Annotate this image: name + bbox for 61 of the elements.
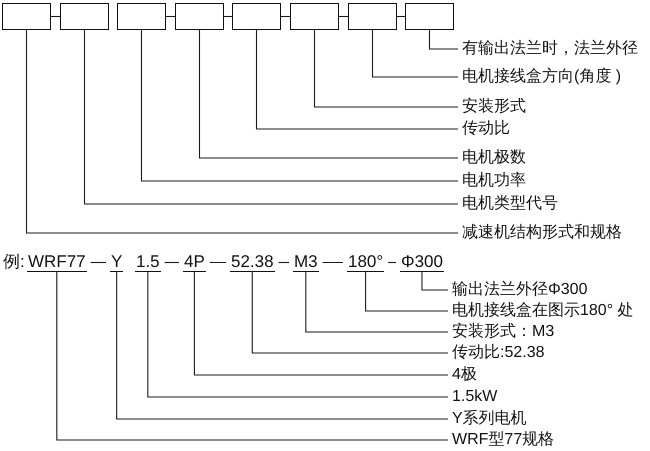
example-code-segment: 4P [183,253,206,272]
segment-meaning: 输出法兰外径Φ300 [452,280,588,300]
example-code-segment: WRF77 [27,253,87,272]
code-position-box [348,3,397,30]
joining-dash [388,262,396,264]
code-position-box [2,3,51,30]
joining-dash [166,16,175,18]
field-description: 传动比 [462,119,510,139]
code-position-box [175,3,224,30]
code-position-box [290,3,339,30]
joining-dash [210,262,226,264]
field-description: 电机类型代号 [462,194,558,214]
leader-line [365,272,448,312]
joining-dash [164,262,179,264]
segment-meaning: 1.5kW [452,387,498,407]
leader-line [116,272,448,420]
joining-dash [224,16,232,18]
leader-line [305,272,448,333]
joining-dash [397,16,405,18]
leader-line [26,30,458,234]
segment-meaning: 传动比:52.38 [452,343,544,363]
field-description: 安装形式 [462,97,526,117]
example-code-segment: 180° [347,253,384,272]
leader-line [314,30,458,108]
joining-dash [281,16,290,18]
field-description: 电机接线盒方向(角度 ) [462,67,622,87]
leader-line [194,272,448,376]
leader-line [140,30,458,182]
example-label: 例: [3,253,25,271]
code-position-box [117,3,166,30]
leader-line [56,272,448,441]
segment-meaning: WRF型77规格 [452,430,554,450]
leader-line [84,30,458,205]
joining-dash [90,262,106,264]
field-description: 电机功率 [462,171,526,191]
joining-dash [322,262,343,264]
leader-line [372,30,458,78]
joining-dash [339,16,348,18]
field-description: 电机极数 [462,148,526,168]
leader-line [147,272,448,398]
leader-line [256,30,458,130]
field-description: 减速机结构形式和规格 [462,223,622,243]
joining-dash [278,262,289,264]
example-code-segment: 1.5 [135,253,161,272]
example-code-segment: M3 [293,253,319,272]
joining-dash [51,16,60,18]
leader-line [421,272,448,291]
code-position-box [405,3,454,30]
code-position-box [232,3,281,30]
segment-meaning: 电机接线盒在图示180° 处 [452,301,634,321]
example-code-segment: 52.38 [230,253,275,272]
code-position-box [60,3,109,30]
leader-line [428,30,458,50]
leader-line [198,30,458,159]
segment-meaning: 安装形式：M3 [452,322,554,342]
segment-meaning: Y系列电机 [452,409,527,429]
field-description: 有输出法兰时，法兰外径 [462,39,638,59]
segment-meaning: 4极 [452,365,477,385]
leader-line [252,272,448,354]
example-code-segment: Y [110,253,124,272]
example-code-segment: Φ300 [400,253,444,272]
